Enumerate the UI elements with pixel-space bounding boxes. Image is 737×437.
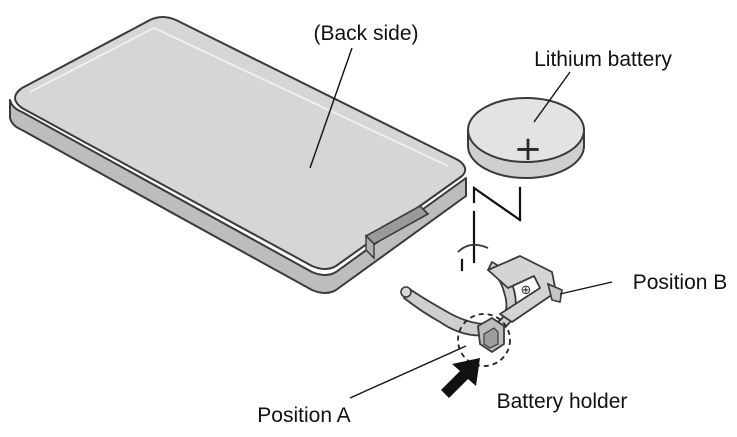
leader-position-a bbox=[349, 345, 467, 399]
remote-body bbox=[9, 16, 467, 294]
holder-frame bbox=[487, 255, 557, 323]
label-position-a: Position A bbox=[257, 404, 350, 427]
leader-lithium-battery bbox=[533, 71, 571, 123]
remote-body-edge-highlight bbox=[29, 26, 449, 167]
battery-plus-symbol: + bbox=[514, 129, 543, 169]
push-arrow-icon bbox=[441, 358, 480, 398]
battery-holder: ⊕ bbox=[400, 243, 563, 353]
position-a-highlight bbox=[457, 313, 511, 367]
remote-body-top bbox=[14, 16, 467, 270]
label-position-b: Position B bbox=[633, 271, 728, 294]
battery-face bbox=[467, 97, 585, 163]
leader-lines bbox=[309, 47, 613, 399]
holder-clip-tip bbox=[400, 286, 412, 298]
battery-slot-lip bbox=[365, 234, 375, 260]
label-lithium-battery: Lithium battery bbox=[534, 48, 672, 71]
insertion-guide-lines bbox=[460, 185, 522, 272]
holder-tab-b bbox=[546, 282, 563, 303]
guide-line-upper bbox=[472, 185, 522, 222]
holder-inner-ring bbox=[457, 243, 489, 253]
remote-body-side bbox=[9, 99, 467, 294]
holder-clip-arm bbox=[403, 261, 517, 337]
label-battery-holder: Battery holder bbox=[497, 390, 628, 413]
leader-back-side bbox=[309, 47, 353, 169]
holder-block-a-face bbox=[483, 327, 499, 349]
leader-position-b bbox=[559, 281, 613, 295]
holder-plus-symbol: ⊕ bbox=[521, 283, 532, 298]
lithium-battery: + bbox=[467, 97, 585, 179]
label-back-side: (Back side) bbox=[313, 22, 418, 45]
